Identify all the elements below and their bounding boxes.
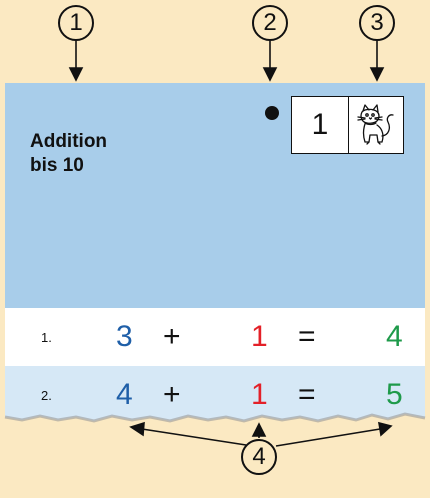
callout-2: 2 — [252, 5, 288, 41]
callout-1: 1 — [58, 5, 94, 41]
row-index: 2. — [41, 387, 52, 403]
row-index: 1. — [41, 329, 52, 345]
equals-sign: = — [298, 378, 316, 411]
level-number: 1 — [292, 97, 349, 153]
torn-edge-shadow — [4, 412, 426, 423]
result: 4 — [386, 320, 403, 353]
level-dot — [265, 106, 279, 120]
card-title: Addition bis 10 — [30, 130, 190, 178]
equals-sign: = — [298, 320, 316, 353]
row-2-background — [5, 366, 425, 421]
first-addend: 4 — [116, 378, 133, 411]
cat-icon — [349, 97, 403, 153]
top-arrows — [68, 41, 385, 82]
callout-3: 3 — [359, 5, 395, 41]
level-badge: 1 — [291, 96, 404, 154]
card-title-line-1: Addition — [30, 131, 108, 152]
bottom-arrows — [129, 421, 393, 447]
equation-row-2: 2. 4 + 1 = 5 — [5, 366, 425, 424]
equation-row-1: 1. 3 + 1 = 4 — [5, 308, 425, 366]
first-addend: 3 — [116, 320, 133, 353]
second-addend: 1 — [251, 378, 268, 411]
plus-sign: + — [163, 320, 181, 353]
row-1-background — [5, 308, 425, 366]
second-addend: 1 — [251, 320, 268, 353]
plus-sign: + — [163, 378, 181, 411]
card-title-line-2: bis 10 — [30, 155, 84, 176]
result: 5 — [386, 378, 403, 411]
callout-4: 4 — [241, 439, 277, 475]
